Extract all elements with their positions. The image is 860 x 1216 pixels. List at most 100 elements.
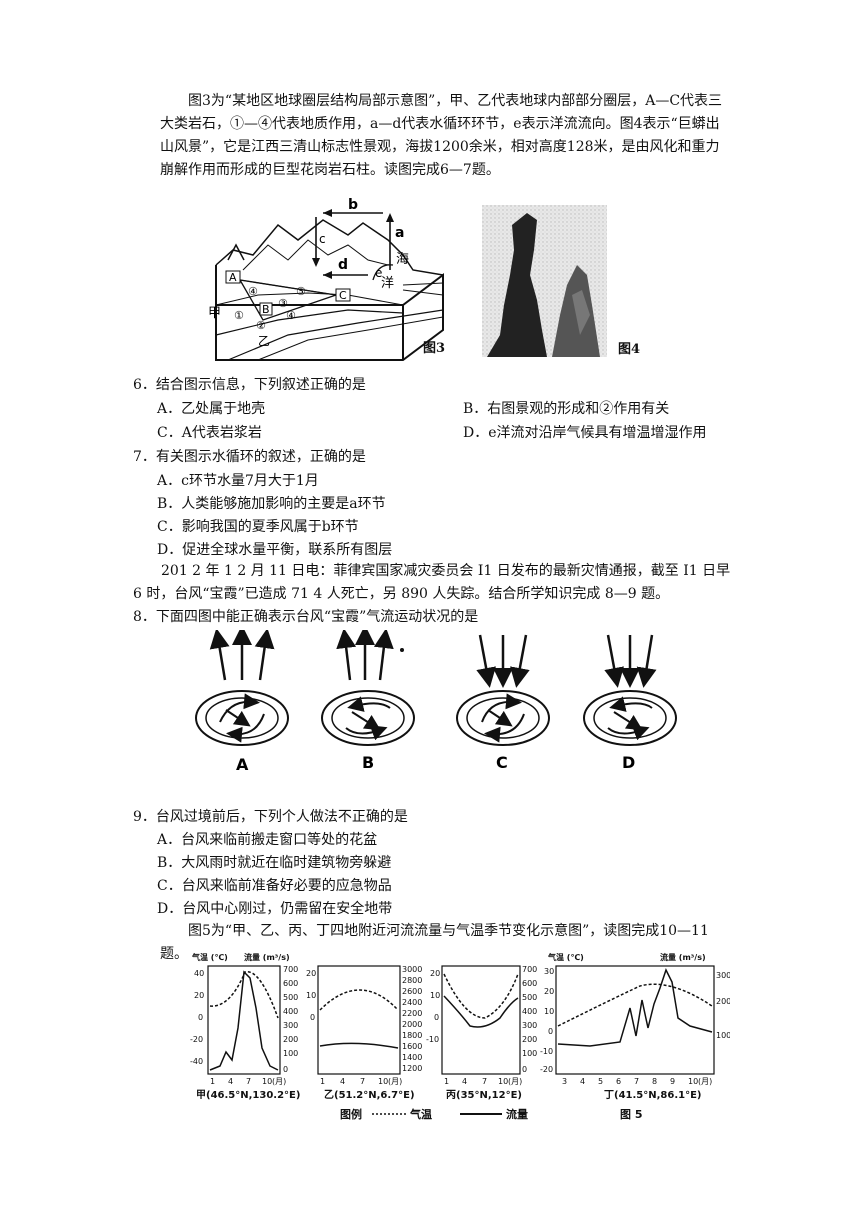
figure-4-photo xyxy=(482,205,607,357)
q6-option-c: C．A代表岩浆岩 xyxy=(157,425,262,441)
fig3-num-2: ② xyxy=(256,319,266,332)
intro-paragraph-fig3-4: 图3为“某地区地球圈层结构局部示意图”，甲、乙代表地球内部部分圈层，A—C代表三… xyxy=(160,93,723,178)
fig3-label-C: C xyxy=(339,289,347,302)
svg-text:500: 500 xyxy=(283,993,298,1002)
svg-text:1400: 1400 xyxy=(402,1053,422,1062)
svg-text:20: 20 xyxy=(544,987,554,996)
svg-text:0: 0 xyxy=(434,1013,439,1022)
svg-text:(月): (月) xyxy=(272,1077,286,1086)
fig3-num-3: ③ xyxy=(278,297,288,310)
q7-option-a: A．c环节水量7月大于1月 xyxy=(157,473,319,489)
q9-option-c: C．台风来临前准备好必要的应急物品 xyxy=(157,878,392,894)
svg-text:0: 0 xyxy=(522,1065,527,1074)
svg-text:2200: 2200 xyxy=(402,1009,422,1018)
fig5-axis-temp-label-d: 气温 (℃) xyxy=(547,952,584,962)
svg-text:400: 400 xyxy=(283,1007,298,1016)
q6-stem: 6．结合图示信息，下列叙述正确的是 xyxy=(133,377,366,393)
fig3-label-yang: 洋 xyxy=(381,276,394,291)
svg-text:100: 100 xyxy=(283,1049,298,1058)
q6-option-b: B．右图景观的形成和②作用有关 xyxy=(463,401,670,417)
fig5-axis-flow-label-d: 流量 (m³/s) xyxy=(660,952,706,962)
svg-text:9: 9 xyxy=(670,1077,675,1086)
svg-text:-20: -20 xyxy=(190,1035,203,1044)
svg-text:4: 4 xyxy=(462,1077,467,1086)
svg-text:400: 400 xyxy=(522,1007,537,1016)
svg-text:-10: -10 xyxy=(426,1035,439,1044)
fig3-num-4a: ④ xyxy=(248,285,258,298)
fig5-caption: 图 5 xyxy=(620,1108,642,1121)
svg-text:0: 0 xyxy=(548,1027,553,1036)
svg-text:0: 0 xyxy=(283,1065,288,1074)
svg-text:300: 300 xyxy=(716,971,730,980)
fig3-label-c: c xyxy=(319,232,326,246)
svg-text:30: 30 xyxy=(544,967,554,976)
typhoon-label-d: D xyxy=(622,753,635,772)
fig3-num-4b: ④ xyxy=(286,309,296,322)
svg-text:40: 40 xyxy=(194,969,204,978)
fig5-panel-jia: 40 20 0 -20 -40 700 600 500 400 300 200 … xyxy=(190,965,300,1101)
figure-5-charts: 气温 (℃) 流量 (m³/s) 气温 (℃) 流量 (m³/s) 40 20 … xyxy=(190,952,730,1121)
svg-text:700: 700 xyxy=(283,965,298,974)
svg-text:8: 8 xyxy=(652,1077,657,1086)
svg-text:20: 20 xyxy=(430,969,440,978)
svg-text:2400: 2400 xyxy=(402,998,422,1007)
typhoon-option-d-diagram xyxy=(583,634,677,746)
svg-text:1600: 1600 xyxy=(402,1042,422,1051)
svg-text:1: 1 xyxy=(320,1077,325,1086)
svg-text:10: 10 xyxy=(306,991,316,1000)
fig5-axis-flow-label: 流量 (m³/s) xyxy=(244,952,290,962)
q9-stem: 9．台风过境前后，下列个人做法不正确的是 xyxy=(133,809,408,825)
fig5-legend-temp: 气温 xyxy=(409,1107,432,1121)
svg-text:4: 4 xyxy=(228,1077,233,1086)
svg-text:1: 1 xyxy=(210,1077,215,1086)
fig5-legend-flow: 流量 xyxy=(506,1107,528,1121)
svg-text:10: 10 xyxy=(430,991,440,1000)
fig5-panel-bing: 20 10 0 -10 700 600 500 400 300 200 100 … xyxy=(426,965,537,1101)
fig3-label-B: B xyxy=(262,303,270,316)
svg-text:700: 700 xyxy=(522,965,537,974)
typhoon-option-c-diagram xyxy=(456,634,550,746)
svg-text:10: 10 xyxy=(498,1077,508,1086)
svg-text:10: 10 xyxy=(544,1007,554,1016)
svg-text:2600: 2600 xyxy=(402,987,422,996)
svg-text:10: 10 xyxy=(688,1077,698,1086)
svg-text:3: 3 xyxy=(562,1077,567,1086)
svg-text:7: 7 xyxy=(360,1077,365,1086)
svg-text:100: 100 xyxy=(716,1031,730,1040)
svg-text:3000: 3000 xyxy=(402,965,422,974)
svg-text:(月): (月) xyxy=(508,1077,522,1086)
svg-text:7: 7 xyxy=(634,1077,639,1086)
svg-text:6: 6 xyxy=(616,1077,621,1086)
fig5-panel-ding: 30 20 10 0 -10 -20 300 200 100 3 4 5 6 7… xyxy=(540,965,730,1101)
q7-option-b: B．人类能够施加影响的主要是a环节 xyxy=(157,496,386,512)
svg-text:20: 20 xyxy=(306,969,316,978)
fig5-panel-yi: 20 10 0 3000 2800 2600 2400 2200 2000 18… xyxy=(306,965,422,1101)
svg-text:200: 200 xyxy=(522,1035,537,1044)
q6-option-d: D．e洋流对沿岸气候具有增温增湿作用 xyxy=(463,425,707,441)
svg-text:20: 20 xyxy=(194,991,204,1000)
svg-text:(月): (月) xyxy=(698,1077,712,1086)
fig3-num-1: ① xyxy=(234,309,244,322)
fig5-panel-ding-label: 丁(41.5°N,86.1°E) xyxy=(604,1089,702,1101)
q7-stem: 7．有关图示水循环的叙述，正确的是 xyxy=(133,449,366,465)
q9-option-d: D．台风中心刚过，仍需留在安全地带 xyxy=(157,901,393,917)
fig5-panel-jia-label: 甲(46.5°N,130.2°E) xyxy=(196,1089,300,1101)
svg-text:100: 100 xyxy=(522,1049,537,1058)
intro-paragraph-typhoon: 201 2 年 1 2 月 11 日电：菲律宾国家减灾委员会 I1 日发布的最新… xyxy=(133,563,731,602)
q9-option-b: B．大风雨时就近在临时建筑物旁躲避 xyxy=(157,855,392,871)
svg-text:-10: -10 xyxy=(540,1047,553,1056)
svg-text:1: 1 xyxy=(444,1077,449,1086)
svg-text:600: 600 xyxy=(522,979,537,988)
q9-option-a: A．台风来临前搬走窗口等处的花盆 xyxy=(157,832,378,848)
fig3-label-b: b xyxy=(348,197,358,213)
typhoon-airflow-figure: A B C D xyxy=(195,630,677,774)
typhoon-label-c: C xyxy=(496,753,508,772)
svg-text:500: 500 xyxy=(522,993,537,1002)
svg-text:300: 300 xyxy=(283,1021,298,1030)
svg-text:10: 10 xyxy=(262,1077,272,1086)
typhoon-label-b: B xyxy=(362,753,374,772)
fig5-legend: 图例 气温 流量 xyxy=(340,1107,528,1121)
figure-3-diagram: b a c d e 海 洋 A B C 甲 乙 ① ② ③ ④ ④ ⑤ xyxy=(208,197,444,361)
typhoon-label-a: A xyxy=(236,755,249,774)
svg-text:7: 7 xyxy=(482,1077,487,1086)
